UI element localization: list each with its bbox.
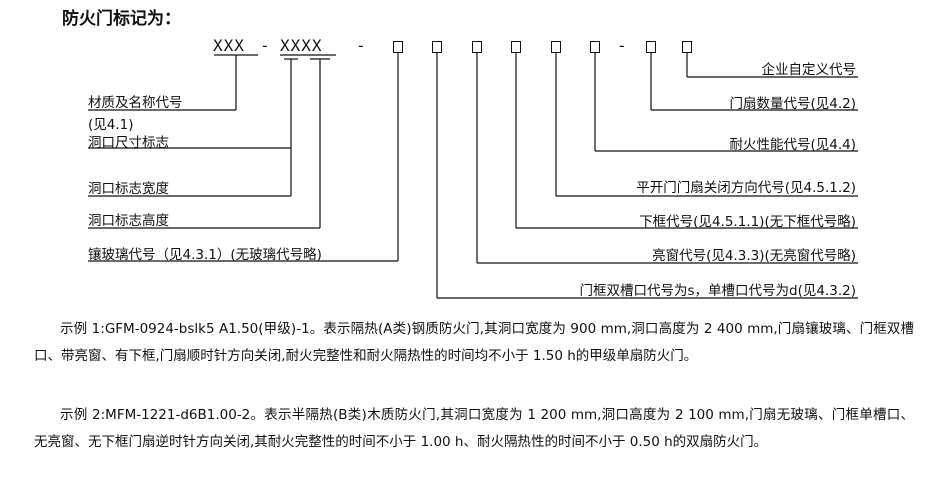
code-box-glazing (393, 41, 403, 53)
label-fire-rating-code: 耐火性能代号(见4.4) (729, 137, 856, 153)
label-glazing-code: 镶玻璃代号（见4.3.1）(无玻璃代号略) (88, 247, 322, 263)
label-closing-direction-code: 平开门门扇关闭方向代号(见4.5.1.2) (636, 180, 856, 196)
code-box-closing-direction (551, 41, 561, 53)
code-box-transom (472, 41, 482, 53)
material-code: XXX (213, 36, 245, 55)
code-box-fire-rating (590, 41, 600, 53)
code-box-frame-groove (432, 41, 442, 53)
label-opening-size-mark: 洞口尺寸标志 (88, 135, 169, 151)
code-separator: - (260, 36, 271, 55)
code-box-custom (682, 41, 692, 53)
code-dash-1: - (356, 36, 367, 55)
code-dash-2: - (617, 36, 628, 55)
page-heading: 防火门标记为： (62, 9, 181, 29)
label-opening-height: 洞口标志高度 (88, 213, 169, 229)
label-transom-code: 亮窗代号(见4.3.3)(无亮窗代号略) (652, 248, 856, 264)
label-opening-width: 洞口标志宽度 (88, 181, 169, 197)
code-box-bottom-frame (511, 41, 521, 53)
label-frame-groove-code: 门框双槽口代号为s，单槽口代号为d(见4.3.2) (579, 283, 857, 299)
size-code: XXXX (280, 36, 323, 55)
label-custom-code: 企业自定义代号 (761, 62, 857, 78)
label-bottom-frame-code: 下框代号(见4.5.1.1)(无下框代号略) (639, 214, 856, 230)
code-box-leaf-count (646, 41, 656, 53)
label-material-ref: (见4.1) (88, 117, 134, 133)
example-2: 示例 2:MFM-1221-d6B1.00-2。表示半隔热(B类)木质防火门,其… (34, 407, 914, 450)
example-1: 示例 1:GFM-0924-bslk5 A1.50(甲级)-1。表示隔热(A类)… (34, 321, 914, 364)
label-material-name-code: 材质及名称代号 (88, 95, 183, 111)
label-leaf-count-code: 门扇数量代号(见4.2) (729, 96, 856, 112)
